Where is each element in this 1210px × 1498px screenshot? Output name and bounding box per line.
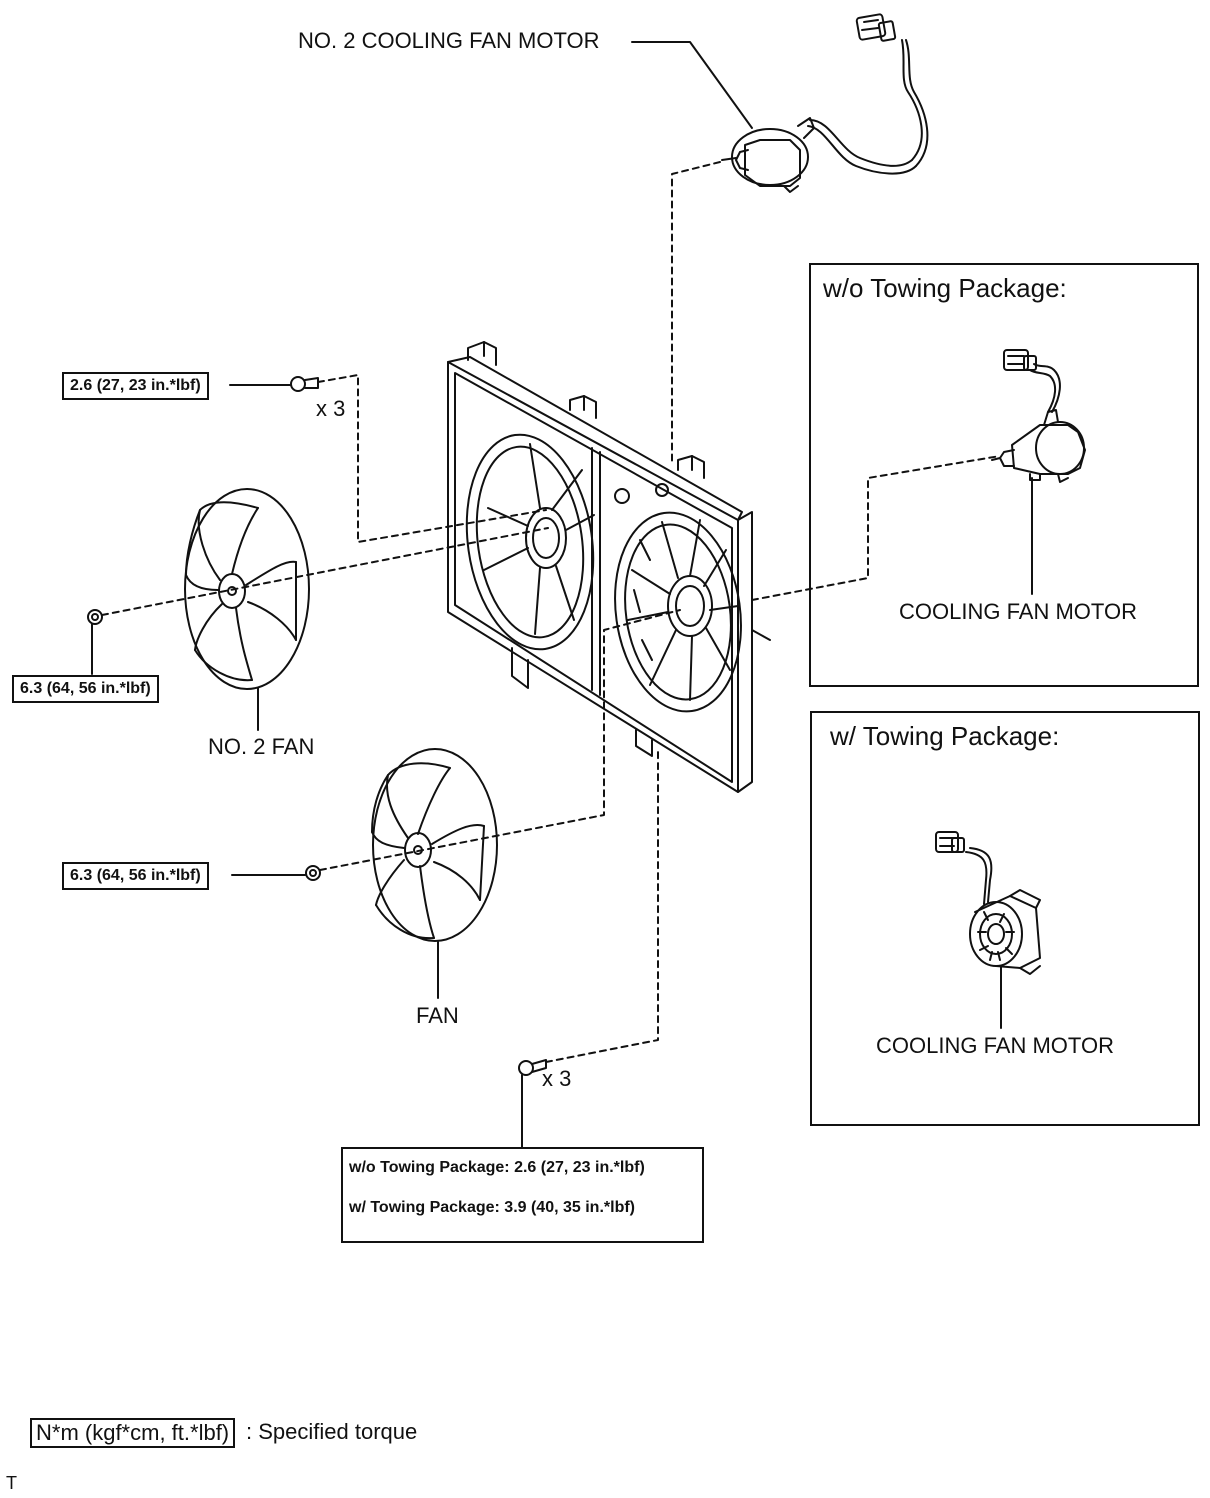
no2-cooling-fan-motor-label: NO. 2 COOLING FAN MOTOR	[298, 28, 600, 53]
lower-bolt	[518, 1059, 547, 1076]
no2-fan	[184, 488, 310, 690]
upper-bolt-quantity: x 3	[316, 396, 346, 421]
footer-mark: T	[6, 1473, 17, 1493]
lower-bolt-torque-without-towing: w/o Towing Package: 2.6 (27, 23 in.*lbf)	[349, 1159, 645, 1176]
torque-legend-text: : Specified torque	[246, 1419, 418, 1444]
no2-fan-nut	[87, 609, 103, 625]
no2-fan-nut-torque: 6.3 (64, 56 in.*lbf)	[12, 675, 159, 703]
without-towing-package-panel: w/o Towing Package: COOLING FAN MOTOR	[809, 263, 1199, 687]
fan-nut-torque: 6.3 (64, 56 in.*lbf)	[62, 862, 209, 890]
lower-bolt-torque-box: w/o Towing Package: 2.6 (27, 23 in.*lbf)…	[341, 1147, 704, 1243]
without-towing-motor-label: COOLING FAN MOTOR	[899, 599, 1137, 624]
no2-fan-label: NO. 2 FAN	[208, 734, 315, 759]
lower-bolt-torque-with-towing: w/ Towing Package: 3.9 (40, 35 in.*lbf)	[349, 1198, 635, 1216]
lower-bolt-quantity: x 3	[542, 1066, 572, 1091]
fan	[371, 748, 498, 942]
with-towing-package-panel: w/ Towing Package: COOLING FAN MOTOR	[810, 711, 1200, 1126]
torque-unit-legend: N*m (kgf*cm, ft.*lbf)	[30, 1418, 236, 1448]
fan-nut	[305, 865, 321, 881]
upper-bolt-torque: 2.6 (27, 23 in.*lbf)	[62, 372, 209, 400]
fan-label: FAN	[416, 1003, 459, 1028]
without-towing-package-title: w/o Towing Package:	[823, 273, 1067, 303]
fan-shroud	[447, 341, 771, 793]
with-towing-motor-label: COOLING FAN MOTOR	[876, 1033, 1114, 1058]
upper-bolt	[290, 376, 319, 392]
cooling-fan-motor-without-towing	[991, 349, 1086, 483]
no2-cooling-fan-motor	[721, 13, 929, 193]
cooling-fan-motor-with-towing	[935, 831, 1041, 975]
with-towing-package-title: w/ Towing Package:	[830, 721, 1060, 751]
